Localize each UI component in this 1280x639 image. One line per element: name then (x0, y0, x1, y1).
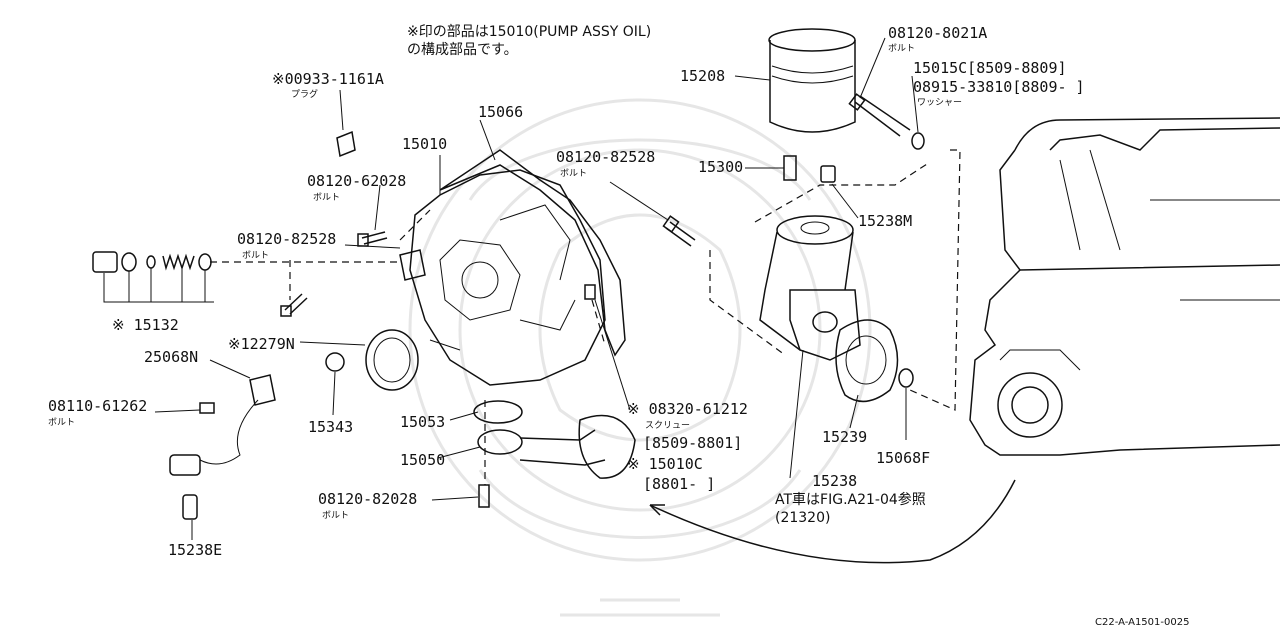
callout-08120-82528-mid-number: 08120-82528 (556, 148, 655, 166)
relief-valve-parts (92, 251, 212, 273)
oil-filter (768, 28, 856, 133)
callout-15343: 15343 (308, 418, 353, 436)
washer (911, 132, 925, 150)
callout-15010: 15010 (402, 135, 447, 153)
leader-lines (103, 37, 919, 540)
plug (336, 130, 356, 158)
callout-08120-82528-mid-sub: ボルト (560, 168, 587, 179)
o-ring (898, 368, 914, 388)
callout-15239: 15239 (822, 428, 867, 446)
callout-08110-sub: ボルト (48, 417, 75, 428)
header-note-line1: ※印の部品は15010(PUMP ASSY OIL) (407, 24, 651, 40)
callout-15238m: 15238M (858, 212, 912, 230)
oil-pump-body (399, 169, 606, 386)
bolt-82028 (478, 484, 490, 508)
callout-08120-62028-sub: ボルト (313, 192, 340, 203)
connector (182, 494, 198, 520)
callout-08320-sub: スクリュー (645, 420, 690, 431)
callout-00933-number: ※00933-1161A (272, 70, 384, 88)
callout-08120-8021a-number: 08120-8021A (888, 24, 987, 42)
callout-08120-62028-number: 08120-62028 (307, 172, 406, 190)
figure-code: C22-A-A1501-0025 (1095, 617, 1189, 628)
callout-15132: ※ 15132 (112, 316, 179, 334)
arrow-head (649, 504, 665, 516)
callout-08120-82528-left-number: 08120-82528 (237, 230, 336, 248)
at-reference-arrow (649, 479, 1016, 564)
callout-08320-number: ※ 08320-61212 (627, 400, 748, 418)
oil-filter-bracket (759, 215, 861, 361)
oil-seal (365, 329, 419, 391)
callout-15010c: ※ 15010C (627, 455, 703, 473)
callout-08915-number: 08915-33810[8809- ] (913, 78, 1085, 96)
pump-gasket (439, 149, 626, 357)
watermark-emblem (408, 98, 872, 617)
bracket-gasket (835, 319, 899, 403)
callout-15050: 15050 (400, 451, 445, 469)
oil-pressure-sensor (169, 374, 276, 476)
relief-plug (820, 165, 836, 183)
callout-15238e: 15238E (168, 541, 222, 559)
nut (325, 352, 345, 372)
assembly-lines (210, 149, 961, 485)
bolt-82528-mid (662, 215, 696, 247)
screw (584, 284, 596, 300)
callout-08120-82028-sub: ボルト (322, 510, 349, 521)
callout-15015c: 15015C[8509-8809] (913, 59, 1067, 77)
callout-08110-number: 08110-61262 (48, 397, 147, 415)
callout-08120-82528-left-sub: ボルト (242, 250, 269, 261)
callout-8509-8801: [8509-8801] (643, 434, 742, 452)
engine-block (969, 117, 1280, 456)
callout-25068n: 25068N (144, 348, 198, 366)
strainer-gasket (473, 400, 523, 424)
callout-08120-82028-number: 08120-82028 (318, 490, 417, 508)
header-note-line2: の構成部品です。 (407, 42, 518, 58)
callout-15238: 15238 (812, 472, 857, 490)
callout-15068f: 15068F (876, 449, 930, 467)
bolt-82528-left (280, 293, 308, 317)
bolt-8021a (848, 93, 911, 137)
callout-15053: 15053 (400, 413, 445, 431)
at-note-line1: AT車はFIG.A21-04参照 (775, 491, 926, 508)
at-note-line2: (21320) (775, 510, 830, 526)
callout-15066: 15066 (478, 103, 523, 121)
bolt-62028 (357, 231, 388, 247)
oil-strainer (477, 414, 636, 479)
bolt-61262 (199, 402, 215, 414)
callout-15208: 15208 (680, 67, 725, 85)
callout-08120-8021a-sub: ボルト (888, 43, 915, 54)
callout-12279n: ※12279N (228, 335, 295, 353)
callout-8801: [8801- ] (643, 475, 715, 493)
callout-08915-sub: ワッシャー (917, 98, 962, 108)
callout-15300: 15300 (698, 158, 743, 176)
callout-00933-sub: プラグ (291, 88, 318, 100)
